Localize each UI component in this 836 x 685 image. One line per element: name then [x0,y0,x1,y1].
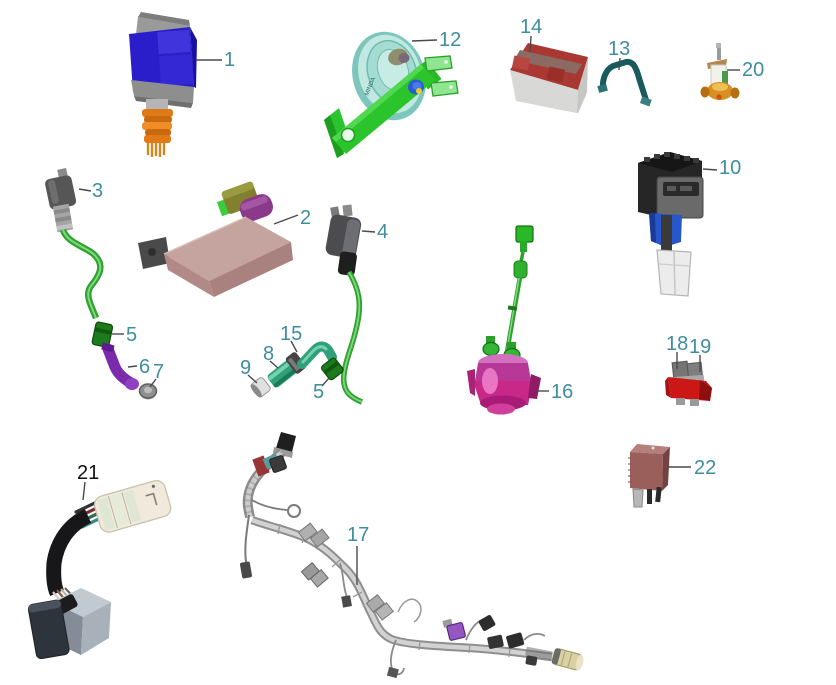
svg-text:17: 17 [347,524,369,546]
svg-text:22: 22 [694,457,716,479]
svg-text:18: 18 [666,333,688,355]
svg-text:16: 16 [551,381,573,403]
svg-text:19: 19 [689,336,711,358]
svg-text:5: 5 [126,324,137,346]
svg-text:5: 5 [313,381,324,403]
svg-text:6: 6 [139,356,150,378]
svg-text:15: 15 [280,323,302,345]
svg-text:21: 21 [77,462,99,484]
svg-text:8: 8 [263,343,274,365]
svg-text:7: 7 [153,361,164,383]
svg-text:4: 4 [377,221,388,243]
svg-text:10: 10 [719,157,741,179]
svg-text:1: 1 [224,49,235,71]
svg-text:14: 14 [520,16,542,38]
svg-text:3: 3 [92,180,103,202]
svg-text:20: 20 [742,59,764,81]
svg-text:13: 13 [608,38,630,60]
svg-text:9: 9 [240,357,251,379]
svg-text:2: 2 [300,207,311,229]
svg-text:12: 12 [439,29,461,51]
